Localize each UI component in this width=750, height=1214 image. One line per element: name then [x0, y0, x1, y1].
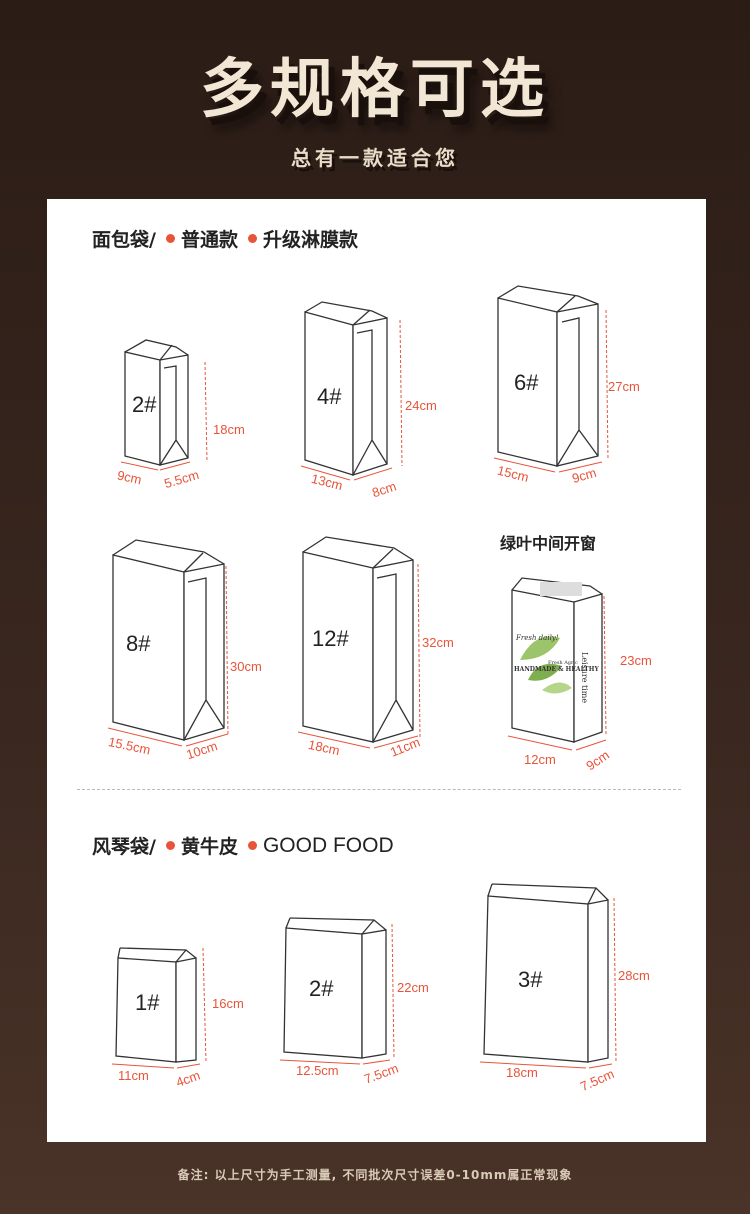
organ-bag-3-width: 18cm — [506, 1065, 538, 1080]
bread-option-standard: 普通款 — [180, 229, 238, 251]
organ-section-title: 风琴袋/ 黄牛皮 GOOD FOOD — [92, 832, 394, 859]
organ-bag-3-height: 28cm — [618, 968, 650, 983]
organ-bag-2-depth: 7.5cm — [362, 1060, 400, 1086]
section-divider — [77, 789, 681, 790]
window-bag-band-1: Fresh Agric — [548, 660, 578, 666]
bag-8-label: 8# — [126, 631, 151, 656]
organ-option-goodfood: GOOD FOOD — [262, 833, 394, 857]
organ-bag-2-height: 22cm — [397, 980, 429, 995]
bag-6-height: 27cm — [608, 379, 640, 394]
organ-bag-3-depth: 7.5cm — [578, 1066, 616, 1094]
organ-bag-2-label: 2# — [309, 976, 334, 1001]
bag-6-width: 15cm — [496, 463, 530, 485]
window-bag-height: 23cm — [620, 653, 652, 668]
window-bag-band-2: HANDMADE & HEALTHY — [514, 666, 599, 673]
measurement-note: 备注: 以上尺寸为手工测量, 不同批次尺寸误差0-10mm属正常现象 — [177, 1168, 573, 1182]
bag-12-label: 12# — [312, 626, 349, 651]
window-bag-depth: 9cm — [583, 747, 612, 773]
bag-12-width: 18cm — [307, 737, 341, 758]
bag-2-depth: 5.5cm — [162, 467, 200, 491]
page-subtitle: 总有一款适合您 — [291, 146, 459, 170]
bag-8-depth: 10cm — [184, 738, 219, 762]
window-bag-script: Fresh daily! — [515, 634, 559, 642]
bag-6-depth: 9cm — [570, 465, 598, 486]
organ-bag-1-depth: 4cm — [174, 1068, 202, 1090]
bag-12-height: 32cm — [422, 635, 454, 650]
bag-2-drawing — [124, 339, 189, 466]
bag-4-width: 13cm — [310, 471, 344, 493]
bullet-dot-icon — [247, 234, 257, 243]
bag-4-drawing — [304, 301, 388, 476]
window-bag-title: 绿叶中间开窗 — [500, 534, 597, 553]
organ-bag-1-width: 11cm — [118, 1068, 149, 1083]
bag-8-width: 15.5cm — [107, 734, 152, 758]
bag-2-height: 18cm — [213, 422, 245, 437]
bag-6-label: 6# — [514, 370, 539, 395]
organ-bag-2-width: 12.5cm — [296, 1063, 339, 1078]
bread-option-coated: 升级淋膜款 — [262, 229, 358, 251]
bag-8-drawing — [112, 539, 225, 741]
organ-bag-1-drawing — [115, 947, 197, 1063]
bullet-dot-icon — [165, 841, 175, 850]
organ-bag-1-label: 1# — [135, 990, 160, 1015]
bullet-dot-icon — [247, 841, 257, 850]
bag-12-drawing — [302, 536, 414, 743]
organ-bag-2-drawing — [283, 917, 387, 1059]
bag-12-depth: 11cm — [388, 734, 422, 759]
page-title: 多规格可选 — [200, 52, 550, 127]
organ-bag-3-drawing — [483, 883, 609, 1063]
bag-4-height: 24cm — [405, 398, 437, 413]
bullet-dot-icon — [165, 234, 175, 243]
organ-option-kraft: 黄牛皮 — [180, 836, 238, 858]
bag-6-drawing — [497, 285, 599, 467]
window-bag-side: Leisure time — [580, 652, 589, 703]
window-bag-width: 12cm — [524, 752, 556, 767]
bag-2-width: 9cm — [116, 467, 143, 487]
bag-8-height: 30cm — [230, 659, 262, 674]
bag-4-depth: 8cm — [370, 479, 398, 501]
organ-section-label: 风琴袋/ — [92, 836, 156, 858]
organ-bag-3-label: 3# — [518, 967, 543, 992]
bread-section-label: 面包袋/ — [92, 229, 156, 251]
window-bag-drawing — [511, 577, 603, 743]
organ-bag-1-height: 16cm — [212, 996, 244, 1011]
bag-4-label: 4# — [317, 384, 342, 409]
bread-section-title: 面包袋/ 普通款 升级淋膜款 — [92, 225, 358, 252]
bag-2-label: 2# — [132, 392, 157, 417]
